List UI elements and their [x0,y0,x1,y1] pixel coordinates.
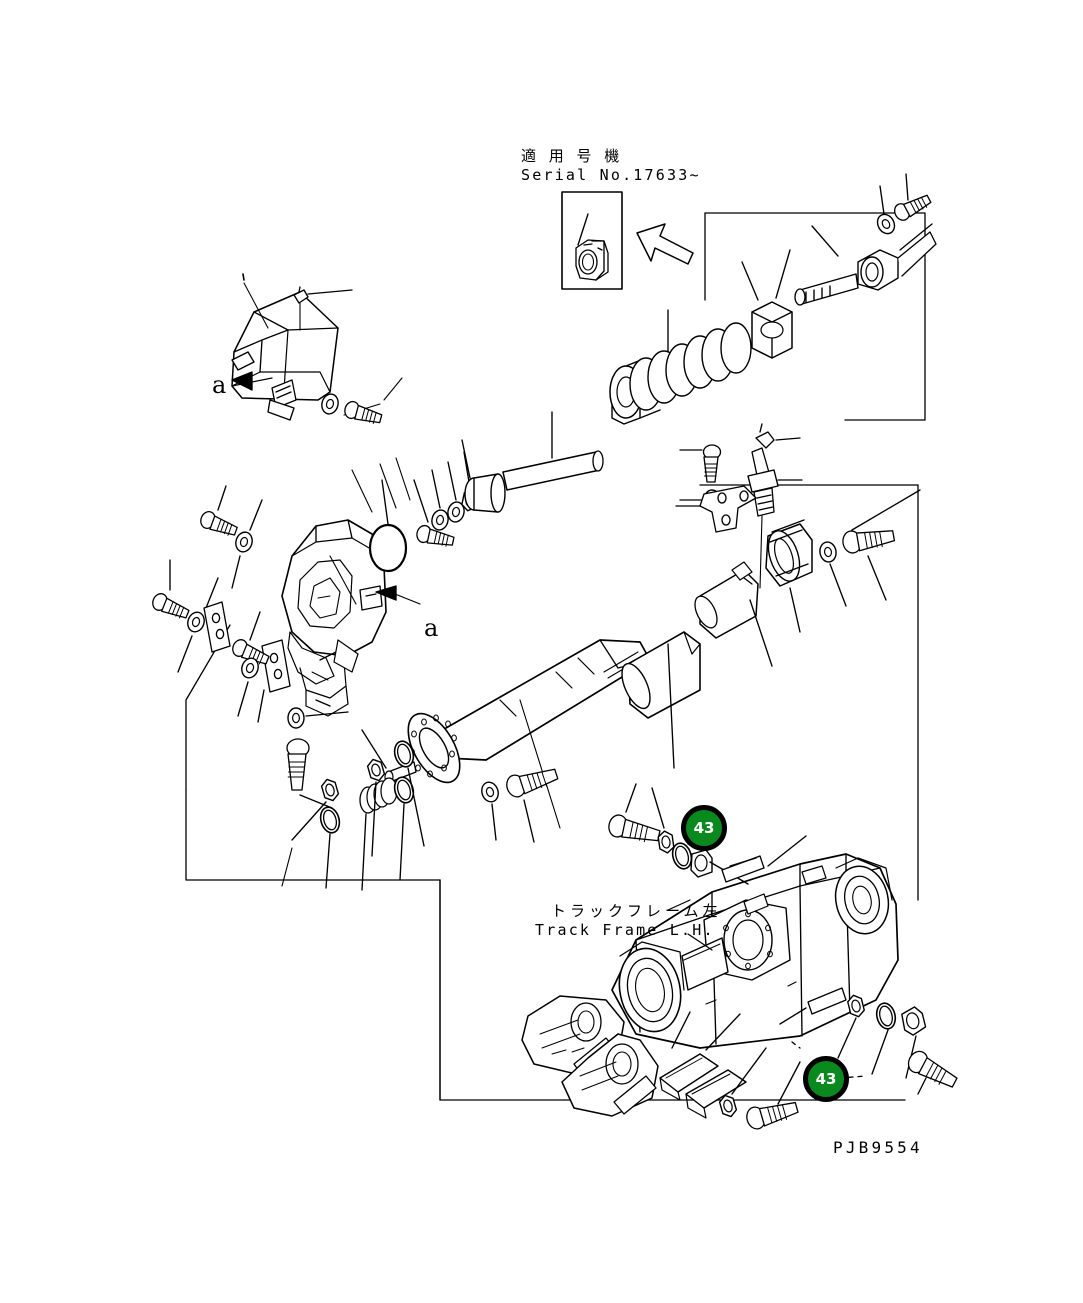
detail-marker-a-left: a [212,371,227,399]
left-fastener-group [149,485,349,809]
callout-badge-43-upper[interactable]: 43 [681,805,727,851]
seal-collar-assembly [765,489,921,633]
applicability-note-japanese: 適 用 号 機 [521,147,624,165]
guard-cover-assembly [231,273,403,427]
leader-lines-left [281,457,411,887]
fitting-bracket [675,485,757,533]
spring-seat-nut [741,249,793,359]
track-shoe-hardware [659,1011,801,1132]
piston-rod-assembly [461,411,604,513]
inset-detail-box [561,191,623,290]
component-caption-japanese: トラックフレーム左 [551,902,722,920]
track-link-group [521,995,659,1117]
small-spring [359,777,398,814]
hydraulic-fitting [747,469,803,589]
upper-frame-hardware [606,783,807,885]
component-caption-english: Track Frame L.H. [535,921,715,939]
grease-fitting-group [675,423,803,589]
applicability-note-serial: Serial No.17633~ [521,166,701,184]
grease-nipple [751,423,801,481]
adjuster-rod-end [794,173,937,306]
recoil-spring [609,309,752,425]
seal-ring-stack [291,738,425,891]
shaft-plug [694,561,773,667]
yoke-bracket-assembly [281,451,480,717]
drawing-code: PJB9554 [833,1138,923,1157]
callout-badge-43-lower[interactable]: 43 [803,1056,849,1102]
block-arrow-icon [636,223,694,265]
recoil-cylinder-tube [361,639,651,843]
sleeve-bushing [621,631,701,769]
lower-frame-hardware [779,987,961,1095]
split-collar [690,849,713,878]
inset-fitting-part [575,239,609,281]
detail-marker-a-right: a [424,614,439,642]
detail-arrow-left [231,371,273,391]
